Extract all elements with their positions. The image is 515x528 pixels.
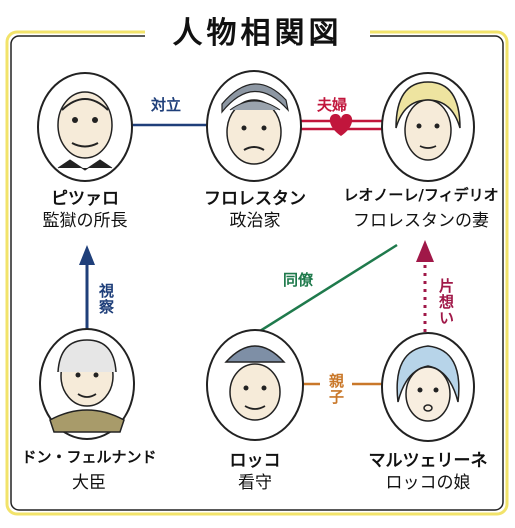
portrait-marzelline [381, 332, 475, 442]
pizarro-name: ピツァロ [51, 189, 119, 209]
heart-icon [329, 113, 353, 136]
fernando-name: ドン・フェルナンド [21, 448, 157, 466]
portrait-leonore [381, 72, 475, 182]
leonore-name: レオノーレ/フィデリオ [343, 186, 499, 204]
inspects-arrow [79, 245, 95, 340]
leonore-role: フロレスタンの妻 [353, 211, 489, 231]
marzelline-role: ロッコの娘 [385, 473, 471, 493]
page-title: 人物相関図 [172, 16, 343, 51]
portrait-pizarro [37, 72, 133, 182]
fernando-role: 大臣 [72, 473, 106, 493]
marzelline-name: マルツェリーネ [368, 451, 488, 471]
portrait-florestan [206, 70, 302, 182]
pizarro-role: 監獄の所長 [42, 211, 128, 231]
unrequited-label: 片想い [437, 278, 455, 326]
colleague-label: 同僚 [282, 271, 313, 289]
portrait-rocco [206, 329, 304, 441]
florestan-role: 政治家 [229, 211, 281, 231]
florestan-name: フロレスタン [204, 189, 306, 209]
married-label: 夫婦 [316, 96, 347, 114]
rocco-role: 看守 [238, 473, 272, 493]
unrequited-arrow [416, 240, 434, 332]
inspects-label: 視察 [97, 283, 115, 315]
portrait-fernando [39, 328, 135, 440]
opposition-label: 対立 [150, 96, 181, 114]
rocco-name: ロッコ [229, 451, 281, 471]
parent-child-label: 親子 [327, 373, 345, 405]
colleague-line [251, 243, 398, 338]
